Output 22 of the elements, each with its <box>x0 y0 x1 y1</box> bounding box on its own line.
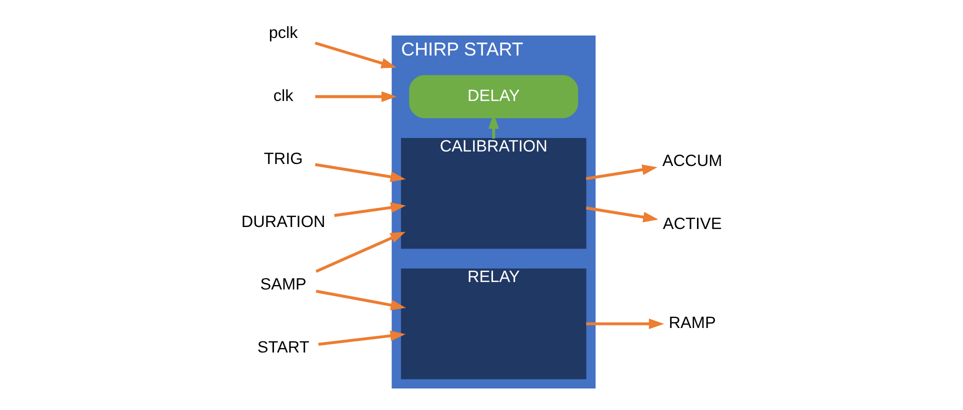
arrow <box>585 206 658 222</box>
node-text: RAMP <box>668 314 716 332</box>
arrow <box>586 318 664 330</box>
node-text: ACTIVE <box>662 215 722 234</box>
arrow <box>314 163 406 182</box>
node-box: CALIBRATION <box>400 138 586 249</box>
node-text: TRIG <box>263 150 302 168</box>
node-text: START <box>256 338 309 357</box>
arrow <box>314 91 396 102</box>
arrow <box>315 232 406 273</box>
arrow <box>334 202 406 217</box>
node-text: SAMP <box>260 276 306 294</box>
node-box: DELAY <box>408 75 578 118</box>
arrow <box>318 330 406 346</box>
node-text: DURATION <box>240 212 325 231</box>
node-box: RELAY <box>400 268 586 380</box>
arrow <box>315 290 406 310</box>
arrow <box>314 42 396 68</box>
node-text: pclk <box>268 24 298 42</box>
node-text: clk <box>272 86 293 105</box>
arrow <box>585 164 657 180</box>
node-text: ACCUM <box>662 152 722 170</box>
